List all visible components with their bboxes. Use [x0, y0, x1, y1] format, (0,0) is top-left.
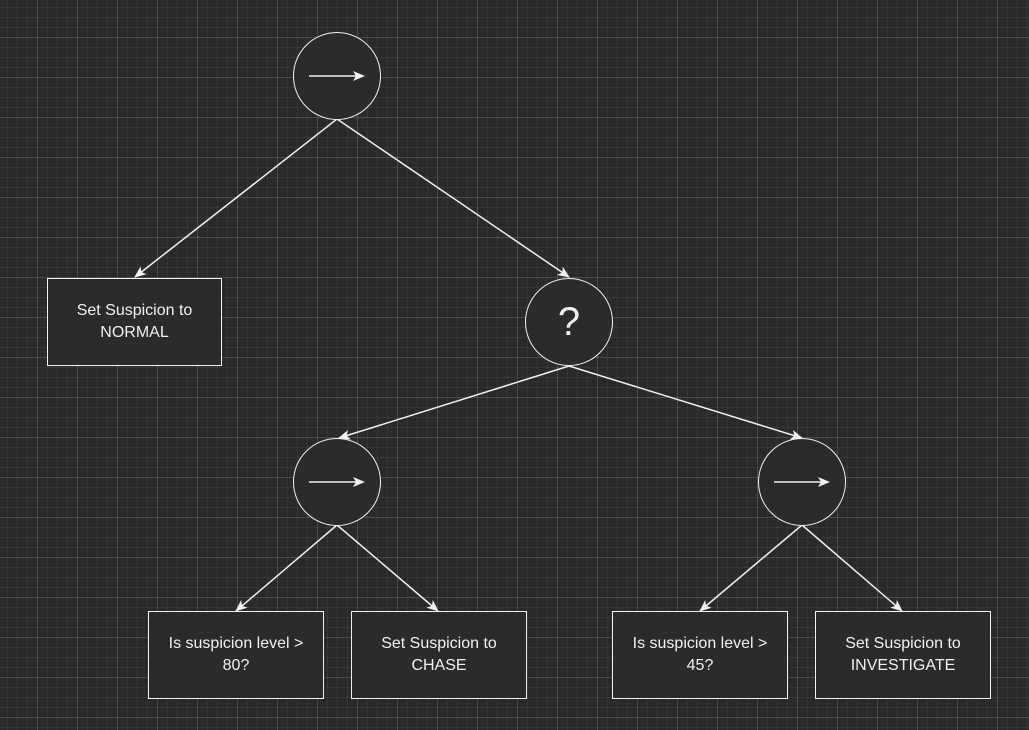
- check-80-line1: Is suspicion level >: [168, 635, 304, 652]
- edge-chase-seq-to-set-chase: [336, 524, 439, 612]
- set-chase-node[interactable]: Set Suspicion to CHASE: [351, 611, 527, 699]
- check-45-line1: Is suspicion level >: [632, 635, 768, 652]
- set-chase-line2: CHASE: [411, 657, 467, 674]
- edge-root-to-set-normal: [134, 118, 338, 278]
- sequence-chase-node[interactable]: [293, 438, 381, 526]
- set-normal-line2: NORMAL: [100, 324, 169, 341]
- edge-selector-to-sequence-investigate: [568, 365, 803, 440]
- edge-investigate-seq-to-check-45: [699, 524, 803, 612]
- check-45-node[interactable]: Is suspicion level > 45?: [612, 611, 788, 699]
- set-normal-line1: Set Suspicion to: [76, 302, 193, 319]
- set-chase-line1: Set Suspicion to: [381, 635, 497, 652]
- edge-investigate-seq-to-set-investigate: [801, 524, 903, 612]
- right-arrow-icon: [774, 477, 830, 487]
- set-investigate-line1: Set Suspicion to: [845, 635, 961, 652]
- question-mark-icon: ?: [557, 300, 581, 344]
- root-sequence-node[interactable]: [293, 32, 381, 120]
- set-normal-node[interactable]: Set Suspicion to NORMAL: [47, 278, 222, 366]
- sequence-investigate-node[interactable]: [758, 438, 846, 526]
- check-45-line2: 45?: [686, 657, 714, 674]
- check-80-line2: 80?: [222, 657, 250, 674]
- edge-root-to-selector: [336, 118, 570, 278]
- edge-selector-to-sequence-chase: [338, 365, 570, 440]
- set-investigate-line2: INVESTIGATE: [850, 657, 956, 674]
- check-80-node[interactable]: Is suspicion level > 80?: [148, 611, 324, 699]
- right-arrow-icon: [309, 71, 365, 81]
- edge-chase-seq-to-check-80: [235, 524, 338, 612]
- selector-node[interactable]: ?: [525, 278, 613, 366]
- set-investigate-node[interactable]: Set Suspicion to INVESTIGATE: [815, 611, 991, 699]
- right-arrow-icon: [309, 477, 365, 487]
